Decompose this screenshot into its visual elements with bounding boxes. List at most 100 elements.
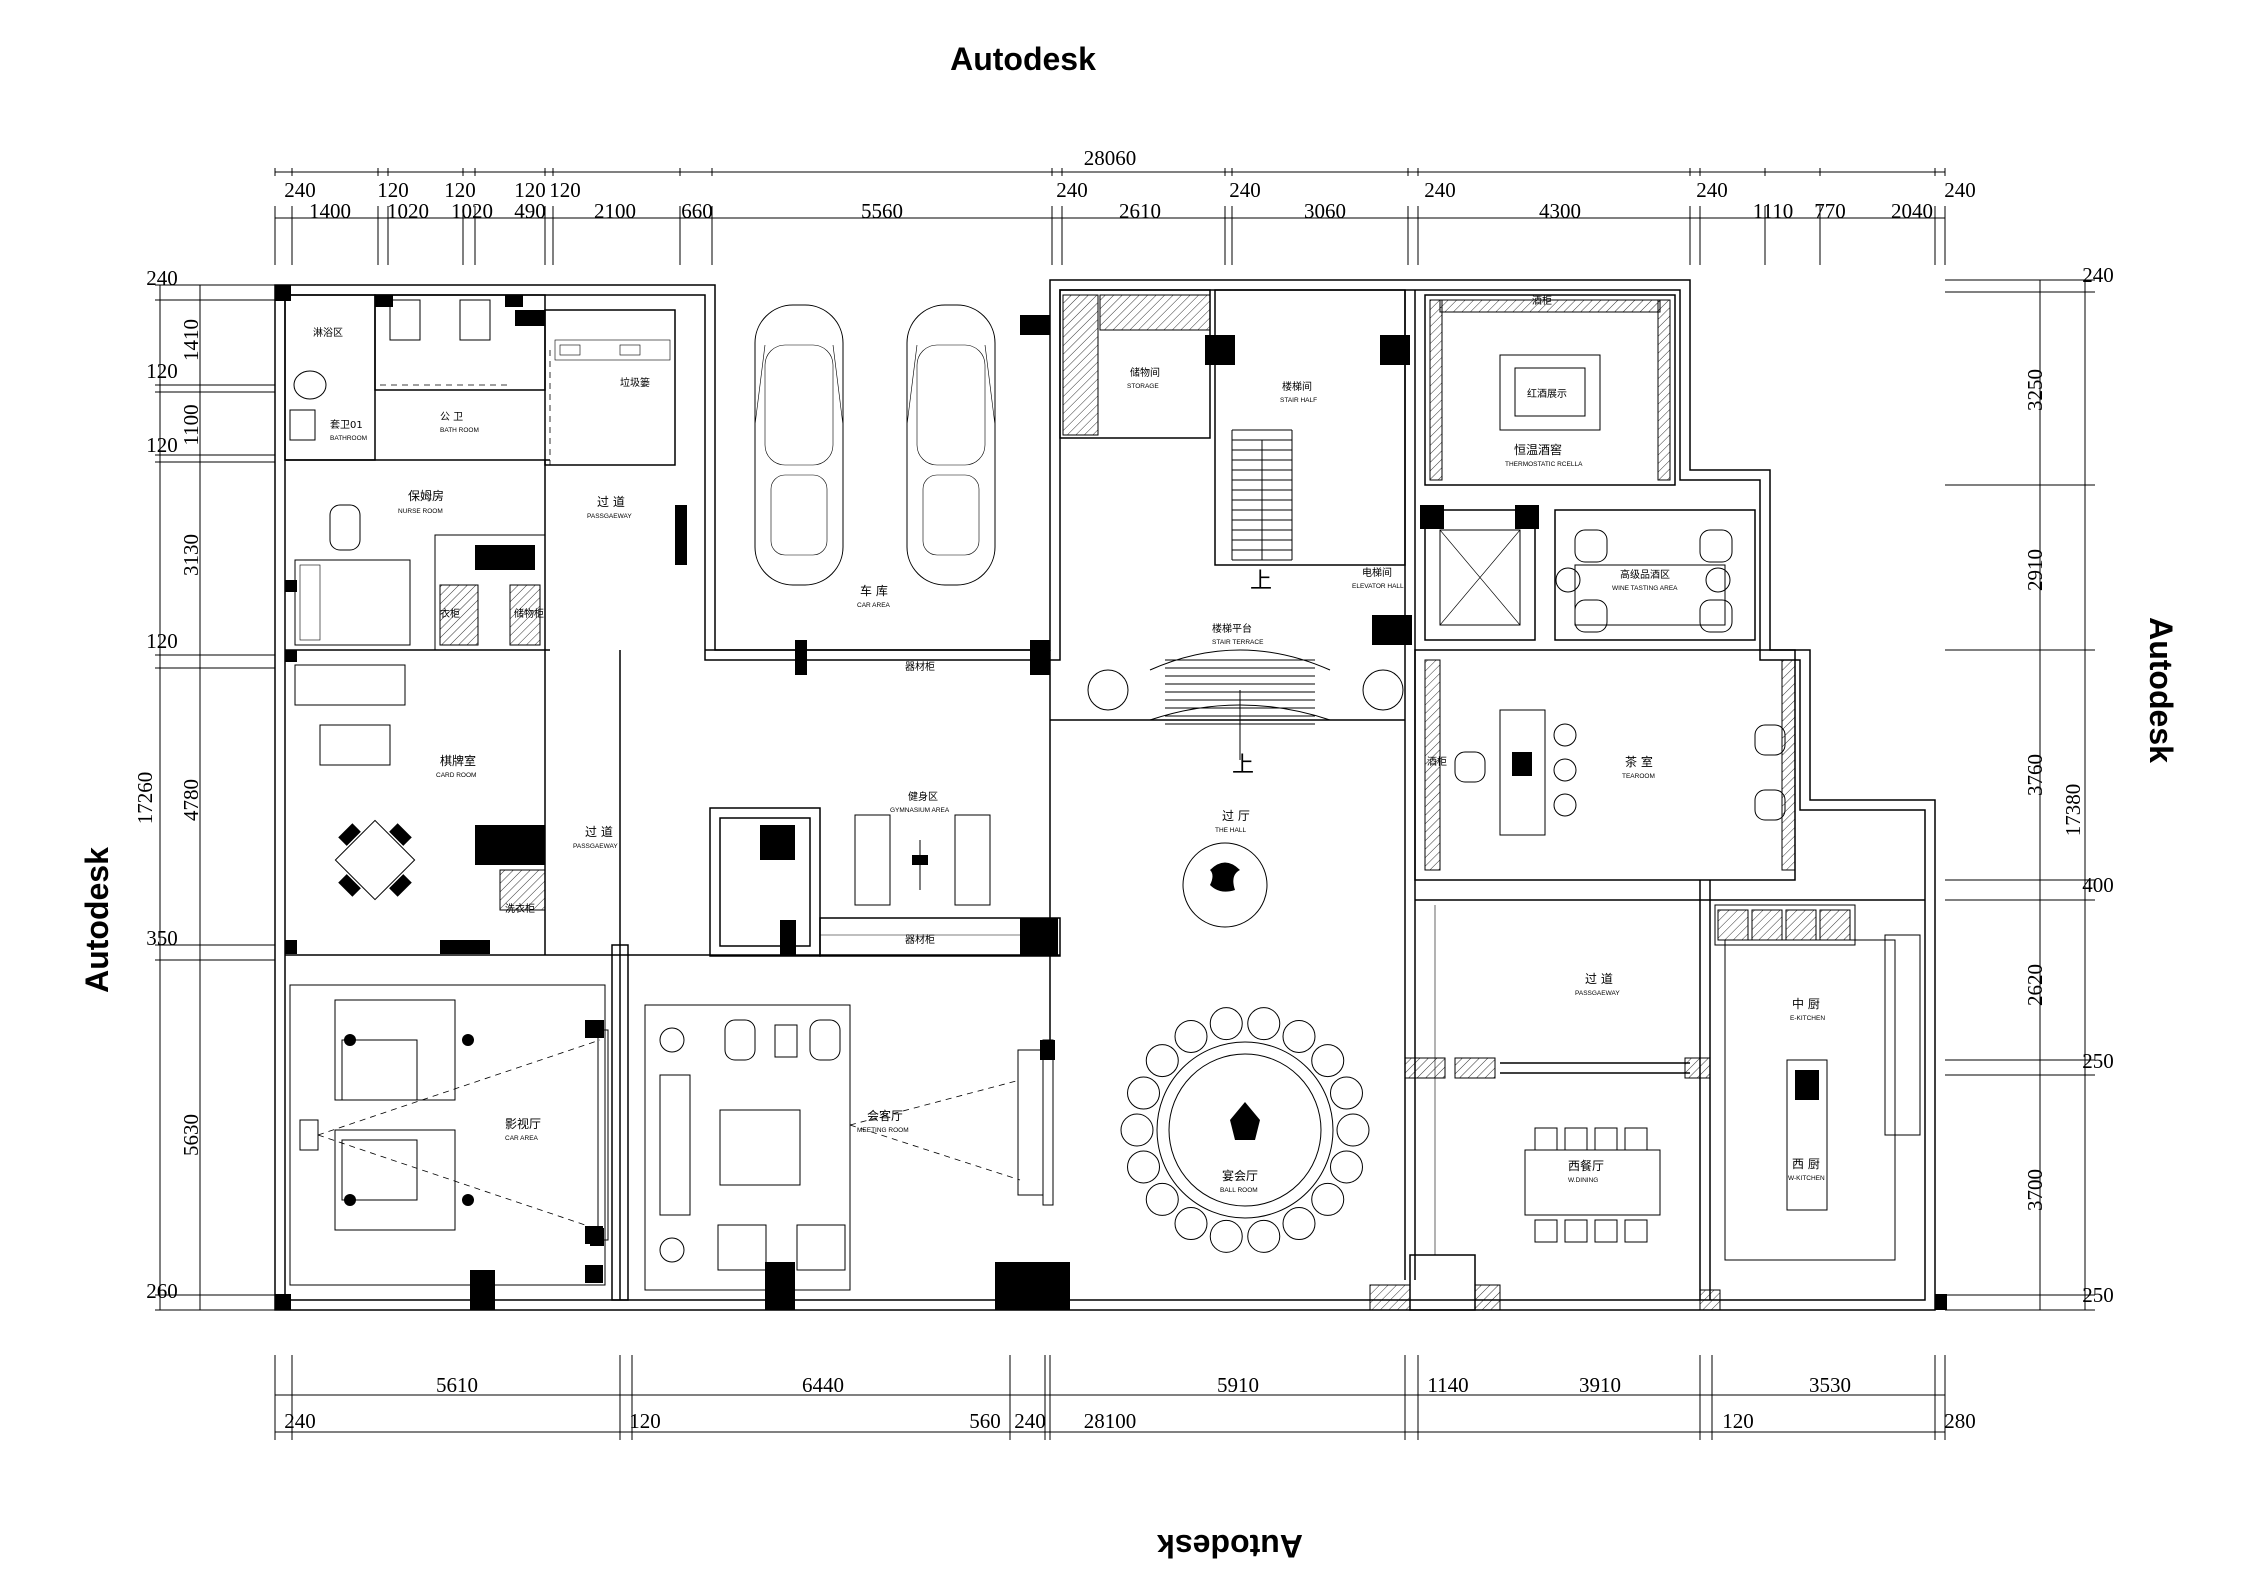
ballroom-chair — [1127, 1076, 1161, 1110]
kitchen-cabinet — [1785, 909, 1817, 941]
dining-chair — [1594, 1127, 1618, 1151]
dim-bottom-row2: 280 — [1944, 1409, 1976, 1433]
dim-top-row2: 490 — [514, 199, 546, 223]
label-western-dining: 西餐厅 — [1568, 1158, 1604, 1173]
ballroom-chair — [1127, 1150, 1161, 1184]
label-suite-bath-en: BATHROOM — [330, 435, 367, 442]
room-labels: 淋浴区 套卫01 BATHROOM 公 卫 BATH ROOM 垃圾篓 保姆房 … — [313, 294, 1825, 1194]
dim-bottom-row1: 6440 — [802, 1373, 844, 1397]
label-stair-terrace: 楼梯平台 — [1212, 622, 1252, 635]
label-hall: 过 厅 — [1222, 809, 1250, 823]
outer-walls — [274, 279, 1947, 1311]
ballroom-chair — [1145, 1182, 1179, 1216]
dim-top-row1: 120 — [444, 178, 476, 202]
label-shower: 淋浴区 — [313, 326, 343, 339]
label-passage-1-en: PASSGAEWAY — [587, 513, 632, 520]
label-cabinet-4: 储物柜 — [514, 607, 544, 620]
label-wine-cellar: 恒温酒窖 — [1514, 442, 1562, 457]
label-cabinet-3: 衣柜 — [440, 607, 460, 620]
wine-tasting-furniture — [1555, 529, 1733, 633]
kitchen-cabinet — [1751, 909, 1783, 941]
dim-left-row1: 240 — [146, 266, 178, 290]
dining-chair — [1534, 1219, 1558, 1243]
kitchen-cabinet — [1819, 909, 1851, 941]
label-cabinet-1: 器材柜 — [905, 660, 935, 673]
label-elevator-en: ELEVATOR HALL — [1352, 583, 1404, 590]
dim-bottom-row1: 3910 — [1579, 1373, 1621, 1397]
ballroom-chair — [1247, 1007, 1281, 1041]
dim-top-row2: 1020 — [451, 199, 493, 223]
ballroom-chair — [1329, 1076, 1363, 1110]
dim-bottom-row1: 5910 — [1217, 1373, 1259, 1397]
label-western-kitchen: 西 厨 — [1792, 1157, 1820, 1171]
dining-chair — [1564, 1127, 1588, 1151]
label-hall-en: THE HALL — [1215, 827, 1246, 834]
label-cabinet-5: 洗衣柜 — [505, 902, 535, 915]
ballroom-chair — [1174, 1207, 1208, 1241]
label-western-kitchen-en: W-KITCHEN — [1788, 1175, 1825, 1182]
dim-right-row1: 400 — [2082, 873, 2114, 897]
tearoom-furniture — [1424, 659, 1796, 871]
dim-left-row1: 120 — [146, 359, 178, 383]
dim-bottom-row1: 3530 — [1809, 1373, 1851, 1397]
watermark-bottom: Autodesk — [1157, 1528, 1303, 1564]
meeting-room-furniture — [644, 1004, 1054, 1291]
label-car-area: 车 库 — [860, 583, 888, 598]
label-theater: 影视厅 — [505, 1116, 541, 1131]
label-trash: 垃圾篓 — [620, 376, 650, 389]
dim-left-row2: 5630 — [179, 1114, 203, 1156]
label-kitchen: 中 厨 — [1792, 996, 1820, 1011]
dim-left-row1: 120 — [146, 629, 178, 653]
label-wine-tasting: 高级品酒区 — [1620, 568, 1670, 581]
kitchen-furniture — [1434, 904, 1921, 1261]
dim-top-row2: 770 — [1814, 199, 1846, 223]
kitchen-cabinet — [1717, 909, 1749, 941]
card-room-furniture — [294, 664, 546, 911]
watermark-left: Autodesk — [79, 847, 115, 993]
stair-up-label: 上 — [1250, 569, 1272, 594]
ballroom-chair — [1174, 1019, 1208, 1053]
dim-top-row2: 1020 — [387, 199, 429, 223]
label-ballroom-en: BALL ROOM — [1220, 1187, 1258, 1194]
label-tearoom: 茶 室 — [1625, 754, 1653, 769]
label-gym: 健身区 — [908, 790, 938, 803]
dim-right-row1: 240 — [2082, 263, 2114, 287]
staircase: 上 上 — [1087, 429, 1404, 778]
ballroom-chair — [1311, 1182, 1345, 1216]
dim-top-row1: 240 — [1424, 178, 1456, 202]
ballroom-chair — [1209, 1007, 1243, 1041]
label-nurse: 保姆房 — [408, 488, 444, 503]
label-theater-en: CAR AREA — [505, 1135, 539, 1142]
interior-walls — [284, 289, 1925, 1311]
dim-right-total: 17380 — [2061, 784, 2085, 837]
label-stair-half: 楼梯间 — [1282, 380, 1312, 393]
label-passage-1: 过 道 — [597, 495, 625, 509]
dim-top-row1: 120 — [514, 178, 546, 202]
dim-top-row1: 240 — [1696, 178, 1728, 202]
ballroom-chair — [1282, 1019, 1316, 1053]
dim-top-row1: 240 — [1229, 178, 1261, 202]
label-storage: 储物间 — [1130, 366, 1160, 379]
nurse-room-furniture — [294, 504, 546, 651]
dim-top-row2: 1110 — [1753, 199, 1793, 223]
label-nurse-en: NURSE ROOM — [398, 508, 443, 515]
label-wine-rack: 红酒展示 — [1527, 387, 1567, 400]
label-wine-tasting-en: WINE TASTING AREA — [1612, 585, 1678, 592]
label-kitchen-en: E-KITCHEN — [1790, 1015, 1825, 1022]
dim-top-row2: 2100 — [594, 199, 636, 223]
dim-bottom-row2: 120 — [629, 1409, 661, 1433]
dim-left-row1: 350 — [146, 926, 178, 950]
watermark-top: Autodesk — [950, 41, 1096, 77]
label-gym-en: GYMNASIUM AREA — [890, 807, 950, 814]
garage-cars — [754, 304, 996, 586]
dining-chair — [1624, 1127, 1648, 1151]
hall-up-label: 上 — [1232, 753, 1254, 778]
dim-left-row2: 1410 — [179, 319, 203, 361]
label-card-room: 棋牌室 — [440, 753, 476, 768]
label-suite-bath: 套卫01 — [330, 418, 363, 431]
label-meeting-en: MEETING ROOM — [857, 1127, 909, 1134]
ballroom-chair — [1120, 1113, 1154, 1147]
